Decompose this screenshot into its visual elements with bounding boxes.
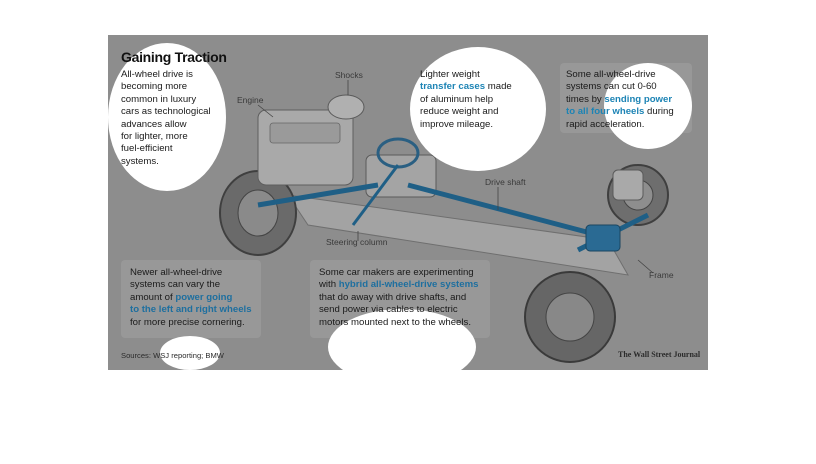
sources-note: Sources: WSJ reporting; BMW (121, 351, 224, 360)
callout-box-vary (121, 260, 261, 338)
front-axle (257, 182, 379, 208)
white-blob-sources (160, 336, 220, 370)
publisher-credit: The Wall Street Journal (618, 350, 701, 359)
drive-shaft (407, 182, 599, 238)
callout-vary-power: Newer all-wheel-drive systems can vary t… (130, 267, 252, 328)
label-drive-shaft: Drive shaft (485, 177, 526, 187)
label-engine: Engine (237, 95, 264, 105)
intro-text: All-wheel drive is becoming more common … (121, 69, 211, 167)
white-blob-hybrid (328, 309, 476, 370)
rear-left-hub (545, 292, 595, 342)
chassis-illustration (121, 63, 692, 363)
label-steering-column: Steering column (326, 237, 388, 247)
engine-block (257, 109, 354, 186)
white-blob-power (604, 63, 692, 149)
label-frame: Frame (649, 270, 674, 280)
callout-four-wheels: Some all-wheel-drive systems can cut 0-6… (566, 69, 674, 130)
rear-differential (585, 224, 621, 252)
infographic-panel: Gaining Traction All-wheel drive is beco… (108, 35, 708, 370)
steering-column (351, 164, 400, 226)
page-title: Gaining Traction (121, 49, 227, 65)
front-left-hub (237, 189, 279, 237)
callout-transfer-cases: Lighter weight transfer cases made of al… (420, 69, 512, 130)
label-shocks: Shocks (335, 70, 363, 80)
white-blob-intro (108, 43, 226, 191)
frame-rail (286, 194, 629, 276)
callout-hybrid-systems: Some car makers are experimenting with h… (319, 267, 479, 328)
shock-tower (327, 94, 365, 120)
rear-suspension (612, 169, 644, 201)
white-blob-transfer (410, 47, 546, 171)
